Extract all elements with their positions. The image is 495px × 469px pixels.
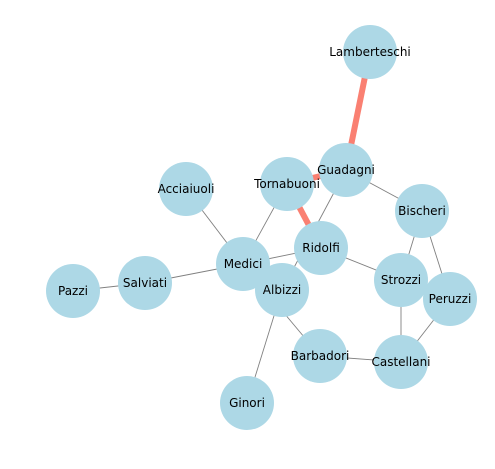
node-label-peruzzi: Peruzzi	[429, 292, 472, 306]
node-peruzzi: Peruzzi	[423, 272, 477, 326]
node-label-ridolfi: Ridolfi	[302, 241, 340, 255]
node-circle-peruzzi	[423, 272, 477, 326]
node-label-medici: Medici	[224, 257, 263, 271]
node-label-bischeri: Bischeri	[398, 204, 446, 218]
node-circle-medici	[216, 237, 270, 291]
node-strozzi: Strozzi	[374, 253, 428, 307]
node-label-castellani: Castellani	[371, 355, 430, 369]
node-circle-lamberteschi	[343, 25, 397, 79]
node-label-albizzi: Albizzi	[263, 283, 301, 297]
node-circle-albizzi	[255, 263, 309, 317]
node-pazzi: Pazzi	[46, 264, 100, 318]
node-circle-tornabuoni	[260, 157, 314, 211]
node-circle-barbadori	[293, 329, 347, 383]
node-circle-castellani	[374, 335, 428, 389]
node-lamberteschi: Lamberteschi	[329, 25, 411, 79]
node-albizzi: Albizzi	[255, 263, 309, 317]
node-label-lamberteschi: Lamberteschi	[329, 45, 411, 59]
node-circle-bischeri	[395, 184, 449, 238]
node-label-guadagni: Guadagni	[317, 163, 375, 177]
node-circle-pazzi	[46, 264, 100, 318]
node-label-pazzi: Pazzi	[58, 284, 88, 298]
node-ginori: Ginori	[220, 376, 274, 430]
node-label-acciaiuoli: Acciaiuoli	[158, 182, 215, 196]
node-castellani: Castellani	[371, 335, 431, 389]
node-acciaiuoli: Acciaiuoli	[158, 162, 215, 216]
node-label-barbadori: Barbadori	[291, 349, 350, 363]
node-label-strozzi: Strozzi	[381, 273, 421, 287]
node-ridolfi: Ridolfi	[294, 221, 348, 275]
node-circle-guadagni	[319, 143, 373, 197]
node-tornabuoni: Tornabuoni	[253, 157, 320, 211]
node-label-ginori: Ginori	[229, 396, 265, 410]
node-circle-acciaiuoli	[159, 162, 213, 216]
node-label-tornabuoni: Tornabuoni	[253, 177, 320, 191]
node-circle-ginori	[220, 376, 274, 430]
node-guadagni: Guadagni	[317, 143, 375, 197]
node-bischeri: Bischeri	[395, 184, 449, 238]
node-circle-salviati	[118, 256, 172, 310]
node-circle-strozzi	[374, 253, 428, 307]
node-barbadori: Barbadori	[291, 329, 350, 383]
node-circle-ridolfi	[294, 221, 348, 275]
node-salviati: Salviati	[118, 256, 172, 310]
node-label-salviati: Salviati	[123, 276, 167, 290]
node-medici: Medici	[216, 237, 270, 291]
